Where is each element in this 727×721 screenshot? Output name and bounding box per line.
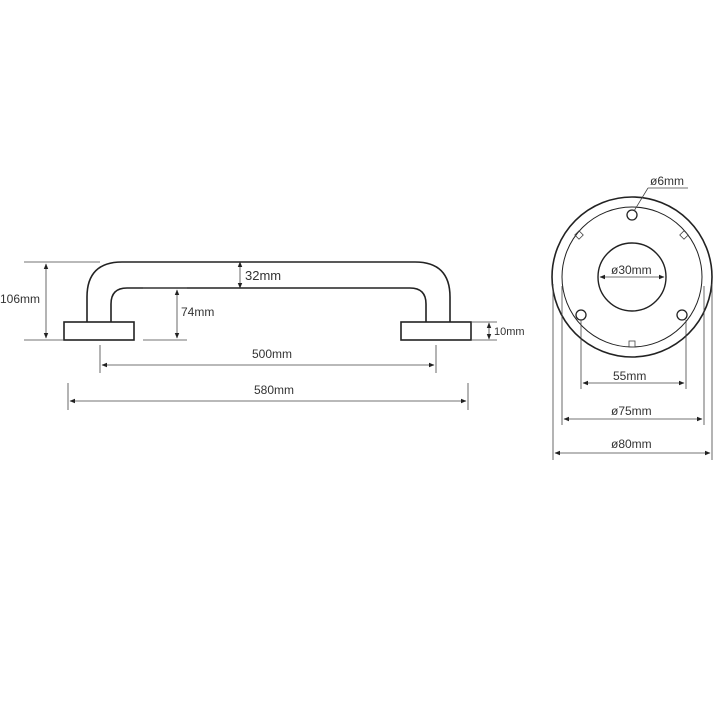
notch-top-right xyxy=(679,230,689,240)
top-view: ø6mm ø30mm 55mm ø75mm ø80mm xyxy=(551,174,713,460)
notch-bottom xyxy=(628,340,636,348)
hole-spacing-label: 55mm xyxy=(613,369,646,383)
screw-hole-right xyxy=(676,309,688,321)
right-base-plate xyxy=(400,321,472,341)
notch-top-left xyxy=(574,230,584,240)
rosette-outer-circle xyxy=(551,196,713,358)
rosette-center-hole xyxy=(597,242,667,312)
side-view: 106mm 32mm 74mm 10mm 500mm 580mm xyxy=(0,261,525,410)
screw-hole-left xyxy=(575,309,587,321)
grab-bar-inner-outline xyxy=(110,287,427,322)
hole-diameter-leader xyxy=(633,187,649,212)
overall-height-label: 106mm xyxy=(0,292,40,306)
center-hole-label: ø30mm xyxy=(611,263,652,277)
overall-length-label: 580mm xyxy=(254,383,294,397)
clear-height-label: 74mm xyxy=(181,305,214,319)
outer-diameter-label: ø80mm xyxy=(611,437,652,451)
left-base-plate xyxy=(63,321,135,341)
grab-bar-outer-outline xyxy=(86,261,451,322)
base-thickness-label: 10mm xyxy=(494,326,525,338)
inner-span-label: 500mm xyxy=(252,347,292,361)
hole-diameter-label: ø6mm xyxy=(650,174,684,188)
tube-diameter-label: 32mm xyxy=(245,268,281,283)
inner-diameter-label: ø75mm xyxy=(611,404,652,418)
screw-hole-top xyxy=(626,209,638,221)
